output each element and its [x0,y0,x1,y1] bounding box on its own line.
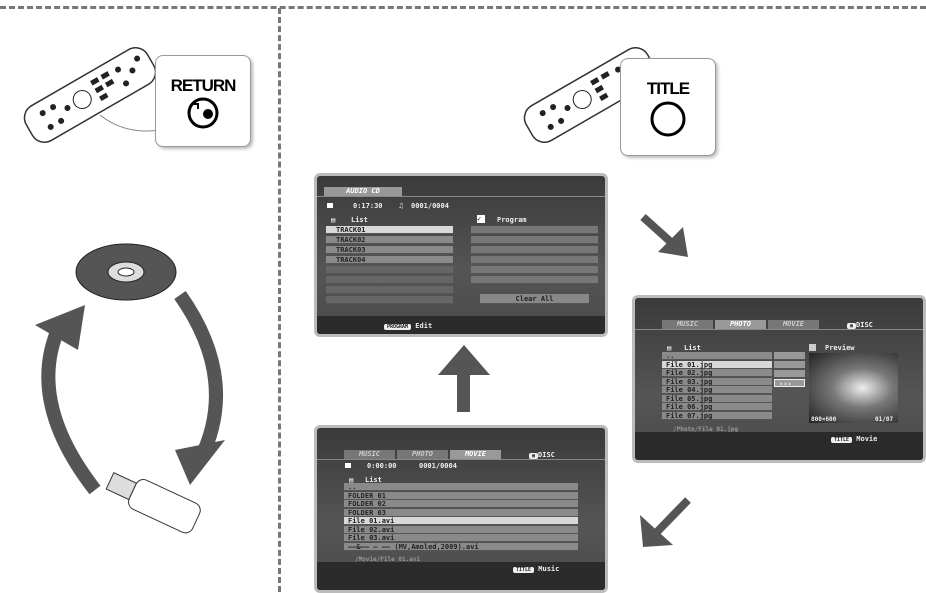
file-row[interactable]: File 07.jpg [662,411,772,420]
file-row[interactable]: File 04.jpg [662,386,772,394]
list-icon: ▤ [667,344,672,352]
circle-button-icon [650,101,686,137]
top-divider [0,6,926,9]
title-key-callout: TITLE [620,58,716,156]
file-row[interactable]: FOLDER 01 [344,491,578,500]
file-row[interactable]: File 02.avi [344,525,578,534]
disc-icon [75,243,177,301]
track-row[interactable]: TRACK04 [326,256,453,264]
file-counter: 0001/0004 [419,462,457,470]
cycle-arrows-icon [35,290,225,495]
music-note-icon: ♫ [399,202,404,210]
file-row[interactable]: File 06.jpg [662,403,772,411]
track-counter: 0001/0004 [411,202,449,210]
file-path: /Photo/File 01.jpg [673,426,739,433]
program-key-badge: PROGRAM [384,324,412,330]
title-key-badge: TITLE [513,567,535,573]
file-row[interactable]: .. [344,483,578,491]
tab-movie[interactable]: MOVIE [768,320,819,329]
clear-all-button[interactable]: Clear All [480,294,589,304]
arrow-down-right-icon [640,214,688,257]
return-arrow-icon [187,97,219,129]
tab-audio-cd[interactable]: AUDIO CD [324,187,402,196]
title-key-label: TITLE [646,79,690,98]
list-label: List [351,216,368,224]
return-key-callout: RETURN [155,55,251,147]
file-row[interactable]: .. [662,352,772,360]
file-row[interactable]: File 02.jpg [662,369,772,377]
photo-screen: MUSIC PHOTO MOVIE ▣DISC ▤ List Preview .… [632,295,926,463]
footer-action: Music [538,565,560,573]
footer-action: Edit [415,322,433,330]
arrow-down-left-icon [640,497,691,547]
disc-icon: ▣ [847,323,857,329]
file-row[interactable]: —–&—— – —— (MV,Amoled,2009).avi [344,542,578,551]
remote-control-icon [23,47,161,143]
file-row[interactable]: FOLDER 02 [344,500,578,508]
file-row[interactable]: File 01.avi [344,517,578,525]
tab-music[interactable]: MUSIC [344,450,395,459]
resolution: 800×600 [811,416,837,423]
title-key-badge: TITLE [831,437,853,443]
photo-counter: 01/07 [875,416,894,423]
track-row[interactable]: TRACK03 [326,246,453,254]
file-path: /Movie/File 01.avi [355,556,421,563]
list-icon: ▤ [349,476,354,484]
tab-photo[interactable]: PHOTO [397,450,448,459]
return-key-label: RETURN [170,76,237,95]
tab-photo[interactable]: PHOTO [715,320,766,329]
tab-music[interactable]: MUSIC [662,320,713,329]
usb-drive-icon [105,472,201,534]
movie-screen: MUSIC PHOTO MOVIE ▣DISC 0:00:00 0001/000… [314,425,608,593]
list-icon: ▤ [331,216,336,224]
stop-icon [345,463,351,468]
time-display: 0:17:30 [353,202,383,210]
photo-preview [809,353,898,423]
file-row[interactable]: File 05.jpg [662,394,772,403]
track-row[interactable]: TRACK02 [326,236,453,244]
tab-movie[interactable]: MOVIE [450,450,501,459]
preview-icon [809,344,816,351]
time-display: 0:00:00 [367,462,397,470]
file-row[interactable]: File 03.jpg [662,377,772,386]
file-row[interactable]: File 03.avi [344,534,578,542]
track-row[interactable]: TRACK01 [326,226,453,234]
vertical-divider [278,8,281,592]
file-row[interactable]: File 01.jpg [662,360,772,369]
list-label: List [684,344,701,352]
arrow-up-icon [438,345,490,412]
disc-label: DISC [538,451,555,459]
disc-label: DISC [856,321,873,329]
footer-action: Movie [856,435,878,443]
file-row[interactable]: FOLDER 03 [344,508,578,517]
program-label: Program [497,216,527,224]
preview-label: Preview [825,344,855,352]
stop-icon [327,203,333,208]
disc-icon: ▣ [529,453,539,459]
checkbox-icon: ✓ [477,215,485,223]
audio-cd-screen: AUDIO CD 0:17:30 ♫ 0001/0004 ▤ List ✓ Pr… [314,173,608,337]
list-label: List [365,476,382,484]
